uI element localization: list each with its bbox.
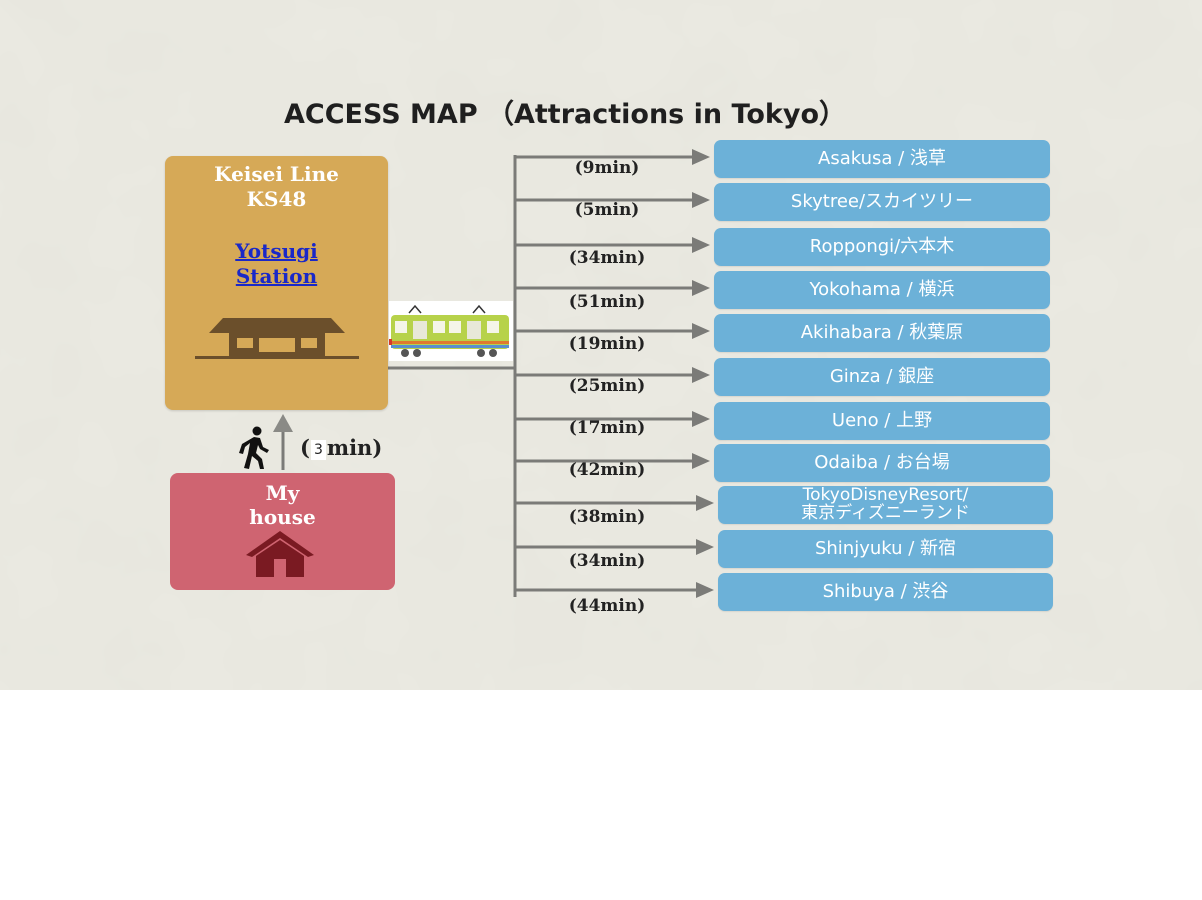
destination-box[interactable]: TokyoDisneyResort/東京ディズニーランド xyxy=(718,486,1053,524)
travel-time-label: (19min) xyxy=(568,334,646,354)
train-icon xyxy=(389,301,513,361)
station-code: KS48 xyxy=(246,187,307,211)
destination-name: Ueno / 上野 xyxy=(831,409,933,431)
destination-name: Yokohama / 横浜 xyxy=(809,278,955,300)
branch-arrowhead xyxy=(692,367,710,383)
branch-arrowhead xyxy=(692,149,710,165)
travel-time-label: (5min) xyxy=(574,200,640,220)
destination-box[interactable]: Asakusa / 浅草 xyxy=(714,140,1050,178)
house-label-line1: My xyxy=(265,481,300,505)
station-building-icon xyxy=(195,318,359,359)
branch-arrowhead xyxy=(692,453,710,469)
destination-name: Shinjyuku / 新宿 xyxy=(814,537,957,559)
access-map-canvas: ACCESS MAP （Attractions in Tokyo） Keisei… xyxy=(0,0,1202,690)
branch-arrowhead xyxy=(696,582,714,598)
walk-minutes-value: 3 xyxy=(310,439,326,460)
destination-box[interactable]: Ginza / 銀座 xyxy=(714,358,1050,396)
walking-person-icon xyxy=(239,426,269,469)
travel-time-label: (25min) xyxy=(568,376,646,396)
destination-name-line2: 東京ディズニーランド xyxy=(801,503,970,523)
house-icon xyxy=(246,531,314,577)
destination-name: Asakusa / 浅草 xyxy=(818,147,946,169)
travel-time-label: (9min) xyxy=(574,158,640,178)
page-title: ACCESS MAP （Attractions in Tokyo） xyxy=(284,99,847,130)
destination-name: Roppongi/六本木 xyxy=(809,235,955,257)
travel-time-label: (42min) xyxy=(568,460,646,480)
travel-time-label: (34min) xyxy=(568,551,646,571)
branch-arrowhead xyxy=(696,539,714,555)
my-house-box: My house xyxy=(170,473,395,590)
walk-open-paren: ( xyxy=(300,435,310,460)
walk-unit: min) xyxy=(326,435,383,460)
branch-arrowhead xyxy=(692,237,710,253)
branch-lines xyxy=(515,149,714,598)
destination-name-line1: TokyoDisneyResort/ xyxy=(802,486,969,506)
travel-time-label: (17min) xyxy=(568,418,646,438)
destination-box[interactable]: Roppongi/六本木 xyxy=(714,228,1050,266)
destination-box[interactable]: Ueno / 上野 xyxy=(714,402,1050,440)
destination-box[interactable]: Akihabara / 秋葉原 xyxy=(714,314,1050,352)
destination-box[interactable]: Yokohama / 横浜 xyxy=(714,271,1050,309)
line-name: Keisei Line xyxy=(214,162,339,186)
destination-box[interactable]: Odaiba / お台場 xyxy=(714,444,1050,482)
destination-box[interactable]: Shinjyuku / 新宿 xyxy=(718,530,1053,568)
branch-arrowhead xyxy=(692,323,710,339)
destination-name: Odaiba / お台場 xyxy=(814,451,950,473)
branch-arrowhead xyxy=(696,495,714,511)
travel-time-label: (38min) xyxy=(568,507,646,527)
branch-arrowhead xyxy=(692,280,710,296)
station-link-line1[interactable]: Yotsugi xyxy=(235,239,318,263)
destination-name: Ginza / 銀座 xyxy=(829,365,935,387)
destination-name: Shibuya / 渋谷 xyxy=(822,580,949,602)
destination-name: Akihabara / 秋葉原 xyxy=(800,321,964,343)
travel-time-label: (34min) xyxy=(568,248,646,268)
destination-name: Skytree/スカイツリー xyxy=(790,190,974,212)
route-connectors xyxy=(273,149,714,598)
destination-box[interactable]: Skytree/スカイツリー xyxy=(714,183,1050,221)
walk-arrowhead xyxy=(273,414,293,432)
house-label-line2: house xyxy=(249,505,316,529)
station-link-line2[interactable]: Station xyxy=(235,264,318,288)
yotsugi-station-box: Keisei Line KS48 Yotsugi Station xyxy=(165,156,388,410)
branch-arrowhead xyxy=(692,192,710,208)
travel-time-label: (51min) xyxy=(568,292,646,312)
travel-time-label: (44min) xyxy=(568,596,646,616)
branch-arrowhead xyxy=(692,411,710,427)
destination-box[interactable]: Shibuya / 渋谷 xyxy=(718,573,1053,611)
